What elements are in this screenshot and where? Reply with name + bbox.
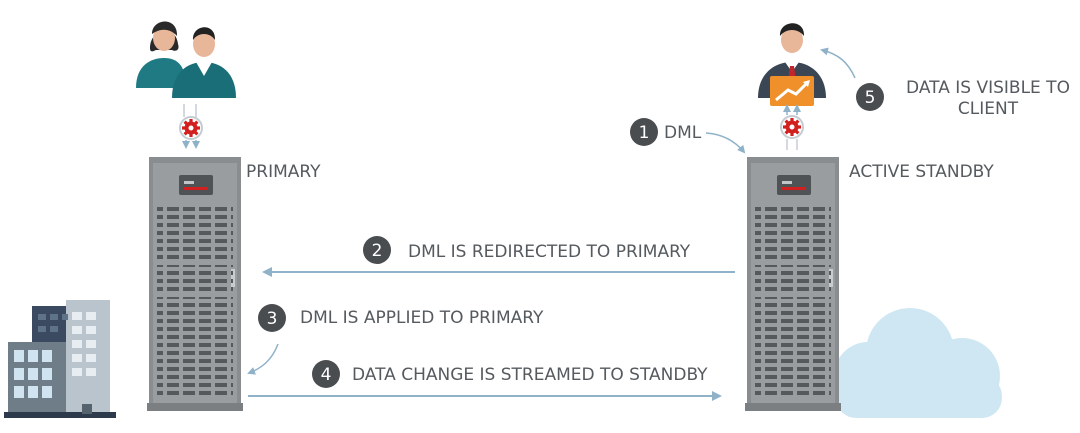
- active-standby-label: ACTIVE STANDBY: [849, 162, 994, 182]
- step-text-line-1: DATA IS VISIBLE TO: [906, 78, 1070, 98]
- primary-server-icon: [147, 157, 243, 411]
- step-number: 1: [639, 123, 650, 143]
- step-text: DML IS REDIRECTED TO PRIMARY: [408, 242, 691, 262]
- step-5: 5 DATA IS VISIBLE TO CLIENT: [856, 78, 1070, 119]
- building-icon: [4, 300, 116, 418]
- step-text: DML: [664, 123, 702, 143]
- step-number: 4: [321, 365, 332, 385]
- right-gear-icon: [780, 104, 804, 150]
- step-4: 4 DATA CHANGE IS STREAMED TO STANDBY: [312, 360, 708, 388]
- step-badge: [856, 83, 884, 111]
- step-number: 2: [372, 241, 383, 261]
- standby-server-icon: [745, 157, 841, 411]
- step-1: 1 DML: [630, 118, 702, 146]
- step-badge: [630, 118, 658, 146]
- step-badge: [363, 236, 391, 264]
- step-badge: [312, 360, 340, 388]
- apply-arrow: [247, 343, 279, 375]
- step-text: DML IS APPLIED TO PRIMARY: [300, 308, 544, 328]
- step-text-line-2: CLIENT: [958, 99, 1019, 119]
- step-text: DATA CHANGE IS STREAMED TO STANDBY: [352, 365, 708, 385]
- dml-arrow: [705, 132, 746, 154]
- primary-label: PRIMARY: [246, 162, 321, 182]
- step-3: 3 DML IS APPLIED TO PRIMARY: [258, 304, 544, 332]
- visible-arrow: [820, 47, 856, 79]
- chart-icon: [770, 76, 814, 106]
- step-number: 3: [267, 309, 278, 329]
- left-gear-icon: [179, 104, 203, 149]
- step-number: 5: [865, 88, 876, 108]
- users-icon: [136, 21, 236, 98]
- cloud-icon: [834, 308, 1002, 418]
- step-badge: [258, 304, 286, 332]
- step-2: 2 DML IS REDIRECTED TO PRIMARY: [363, 236, 691, 264]
